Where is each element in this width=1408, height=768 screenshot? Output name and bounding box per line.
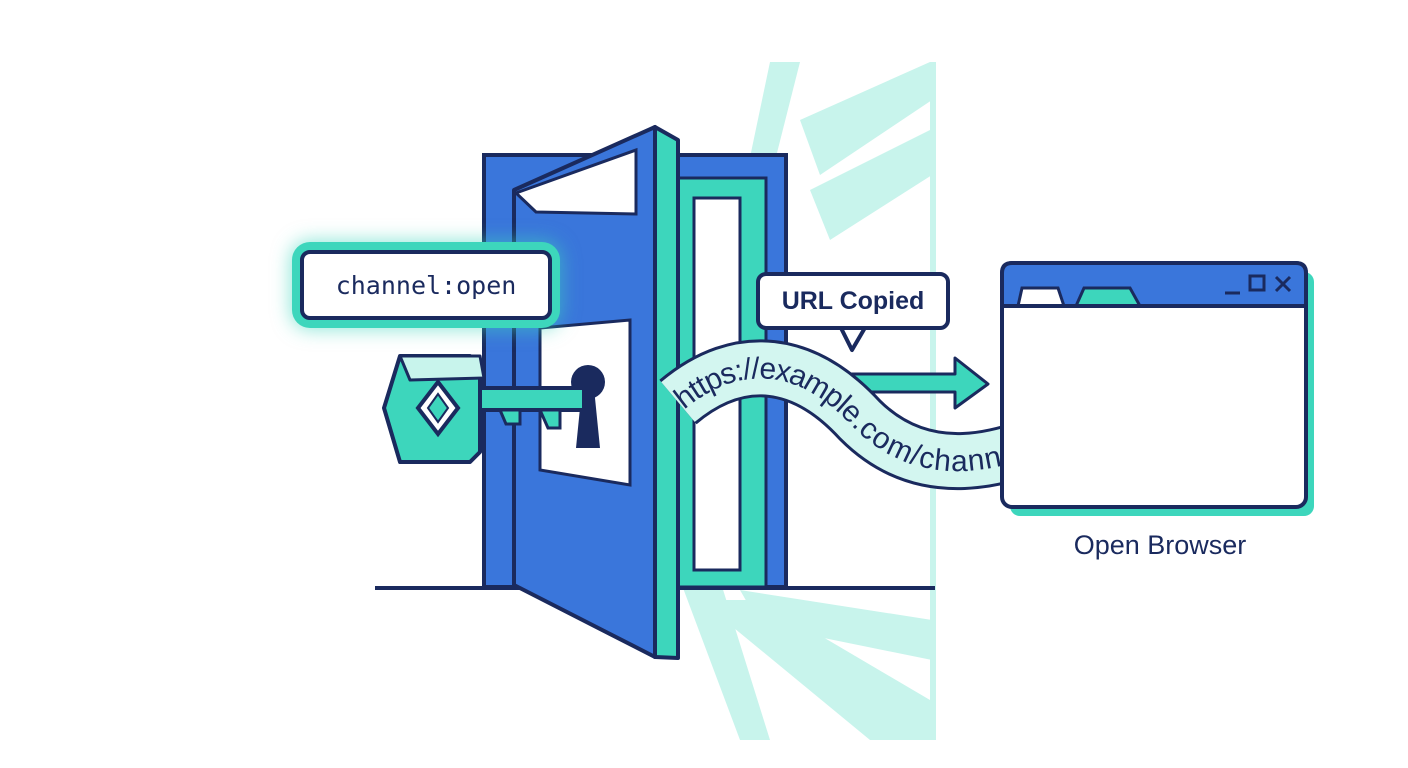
command-input[interactable]: channel:open bbox=[300, 250, 552, 320]
key-icon bbox=[382, 354, 586, 464]
light-rays bbox=[680, 62, 936, 740]
url-copied-toast: URL Copied bbox=[756, 272, 950, 330]
maximize-icon[interactable] bbox=[1248, 274, 1266, 292]
close-icon[interactable] bbox=[1274, 275, 1292, 293]
open-browser-label: Open Browser bbox=[1073, 530, 1247, 560]
browser-window-icon bbox=[1000, 261, 1314, 516]
